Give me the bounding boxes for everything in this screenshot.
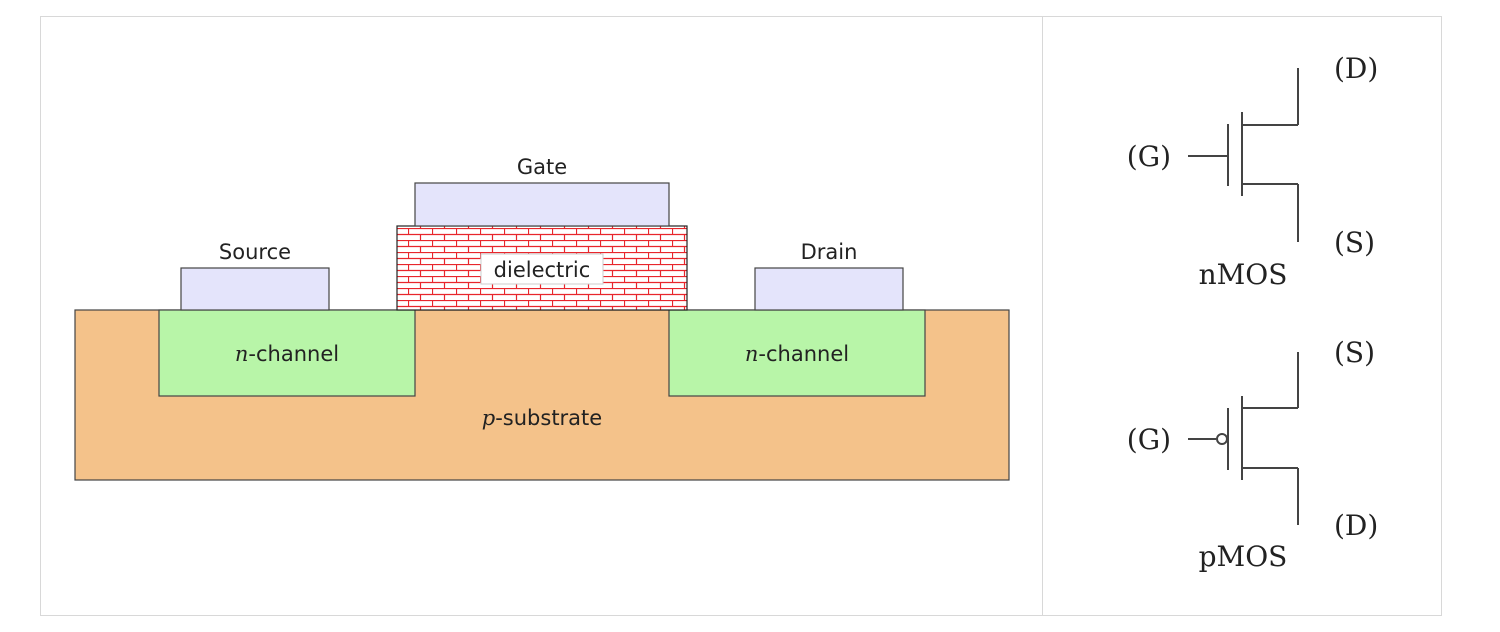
pmos-source-label: (S) xyxy=(1334,336,1375,369)
source-contact xyxy=(180,267,330,311)
nmos-drain-label: (D) xyxy=(1334,52,1378,85)
nmos-name-label: nMOS xyxy=(1199,258,1288,291)
n-channel-right xyxy=(668,309,926,397)
nmos-symbol xyxy=(1188,68,1299,242)
dielectric-label-box xyxy=(480,253,604,285)
figure-frame xyxy=(40,16,1442,616)
gate-contact xyxy=(414,182,670,227)
pmos-gate-label: (G) xyxy=(1127,423,1171,456)
pmos-inversion-bubble xyxy=(1216,433,1228,445)
n-channel-right-label: n-channel xyxy=(745,342,849,366)
p-substrate-label: p-substrate xyxy=(482,406,602,430)
nmos-gate-label: (G) xyxy=(1127,140,1171,173)
n-channel-left xyxy=(158,309,416,397)
drain-contact xyxy=(754,267,904,311)
nmos-source-label: (S) xyxy=(1334,226,1375,259)
pmos-name-label: pMOS xyxy=(1199,540,1288,573)
pmos-symbol xyxy=(1188,352,1299,525)
dielectric-label: dielectric xyxy=(494,258,591,282)
pmos-drain-label: (D) xyxy=(1334,509,1378,542)
cross-section: Gate Source Drain dielectric n-channel n… xyxy=(74,155,1010,481)
n-channel-left-label: n-channel xyxy=(235,342,339,366)
panel-divider xyxy=(1042,16,1043,616)
drain-label: Drain xyxy=(801,240,858,264)
source-label: Source xyxy=(219,240,291,264)
gate-label: Gate xyxy=(517,155,567,179)
